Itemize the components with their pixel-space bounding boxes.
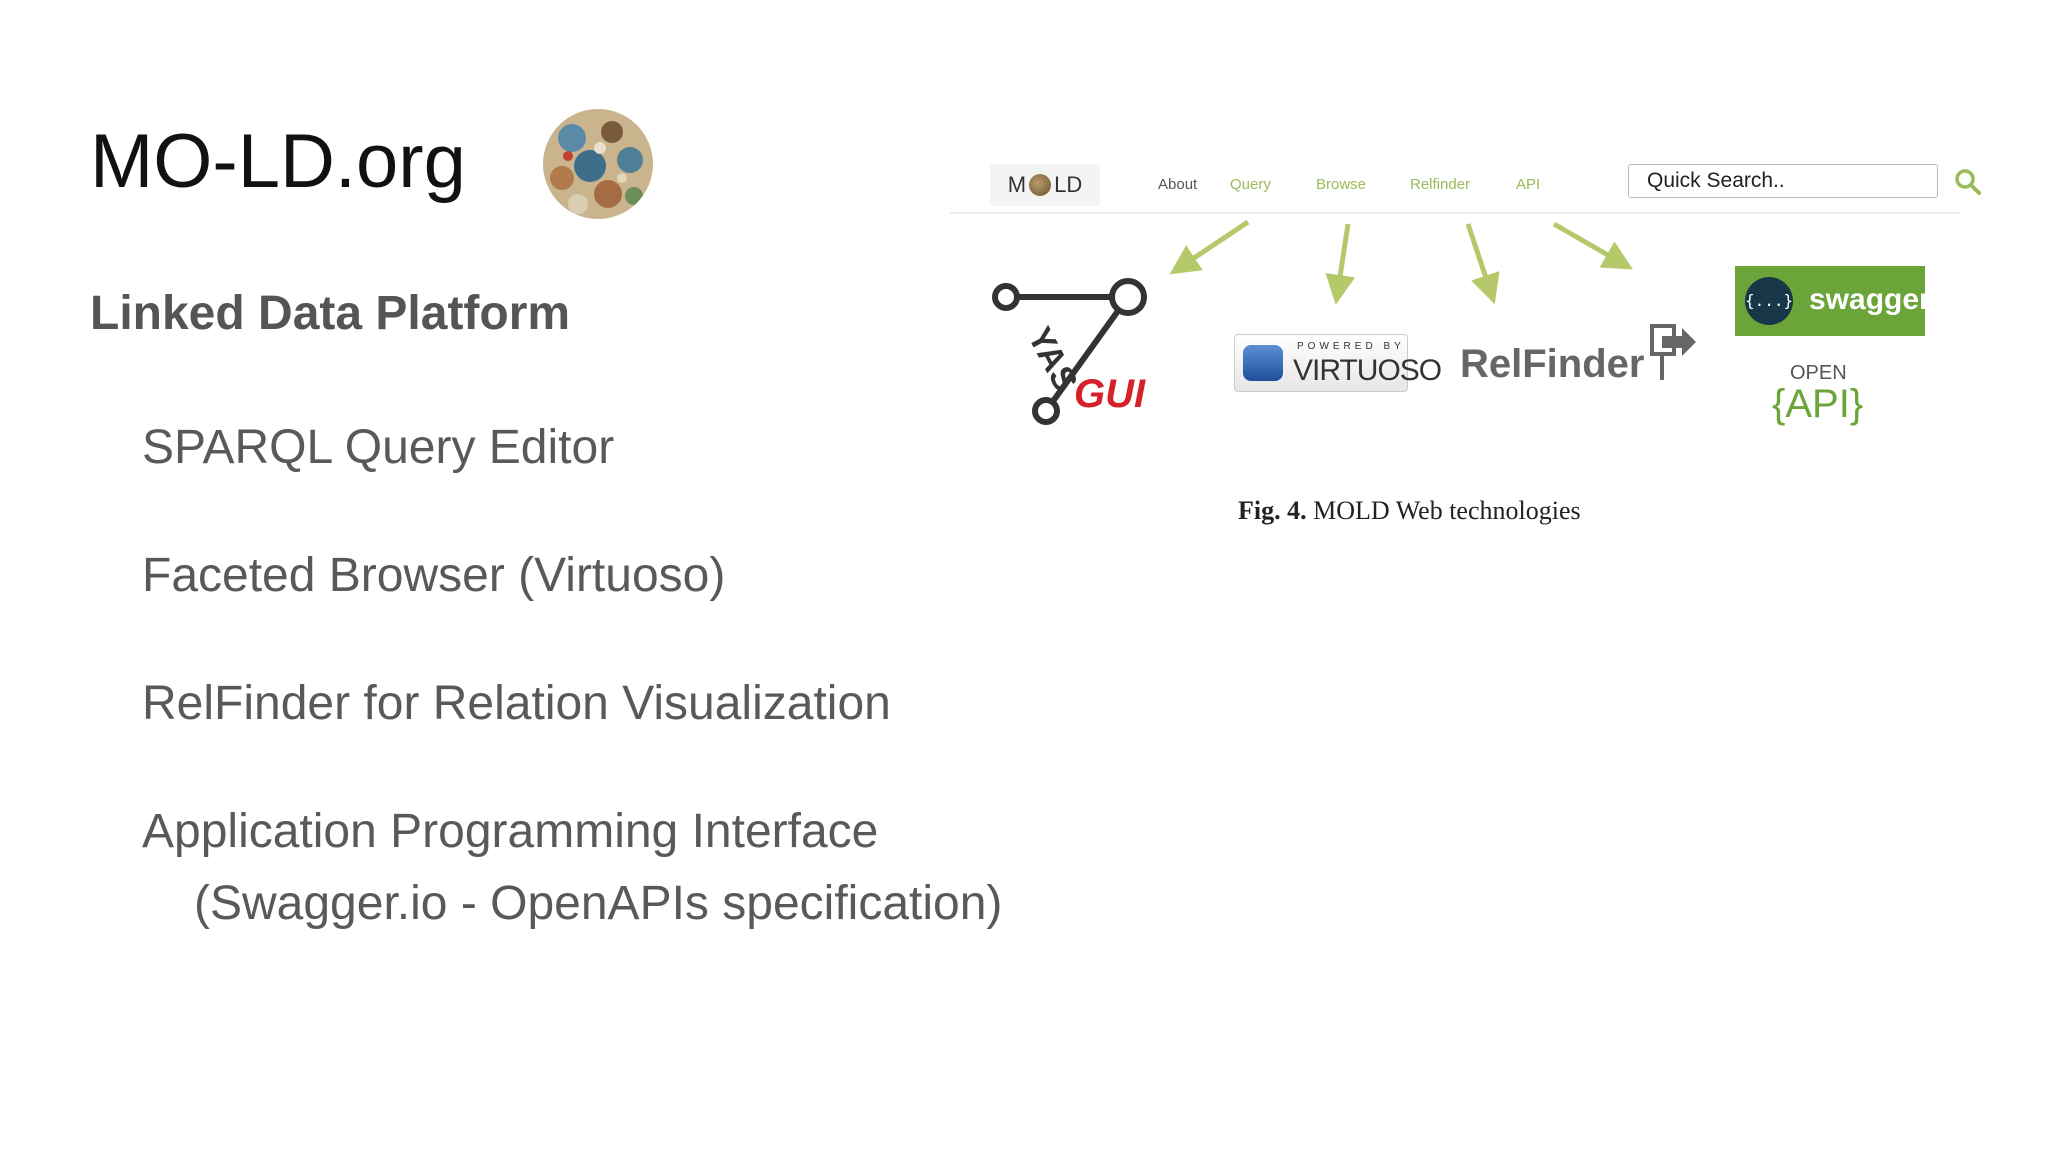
nav-about[interactable]: About xyxy=(1158,176,1198,193)
nav-browse[interactable]: Browse xyxy=(1316,176,1367,193)
virtuoso-powered-by: POWERED BY xyxy=(1297,341,1405,352)
swagger-logo: {...} swagger xyxy=(1735,266,1931,336)
globe-logo-icon xyxy=(543,109,653,219)
openapi-logo: OPEN {API} xyxy=(1770,362,1890,472)
logo-left-letter: M xyxy=(1007,172,1027,197)
nav-api[interactable]: API xyxy=(1516,176,1541,193)
openapi-api-label: API xyxy=(1785,382,1850,426)
virtuoso-logo: POWERED BY VIRTUOSO xyxy=(1234,334,1442,392)
swagger-mark-icon: {...} xyxy=(1745,277,1793,325)
search-icon[interactable] xyxy=(1954,168,1982,196)
arrow-api-to-swagger xyxy=(1552,221,1633,270)
relfinder-sign-icon xyxy=(1650,324,1696,380)
subtitle: Linked Data Platform xyxy=(90,287,571,340)
yasgui-bottom-text: GUI xyxy=(1074,372,1146,416)
figure-navbar: M LD About Query Browse Relfinder API xyxy=(950,160,1981,214)
virtuoso-wordmark: VIRTUOSO xyxy=(1293,354,1442,387)
virtuoso-badge-icon xyxy=(1243,345,1283,381)
bullet-api: Application Programming Interface xyxy=(142,805,879,858)
arrow-browse-to-virtuoso xyxy=(1325,223,1356,305)
navbar-logo[interactable]: M LD xyxy=(990,164,1100,206)
quick-search-input[interactable] xyxy=(1628,164,1938,198)
logo-right-letters: LD xyxy=(1054,172,1083,197)
yasgui-logo: YAS GUI xyxy=(990,275,1180,435)
figure-caption: Fig. 4. MOLD Web technologies xyxy=(1238,496,1581,526)
caption-number: Fig. 4. xyxy=(1238,496,1307,525)
openapi-open-text: OPEN xyxy=(1790,362,1847,384)
relfinder-logo: RelFinder xyxy=(1460,342,1645,386)
bullet-relfinder: RelFinder for Relation Visualization xyxy=(142,677,891,730)
nav-query[interactable]: Query xyxy=(1230,176,1271,193)
bullet-api-subline: (Swagger.io - OpenAPIs specification) xyxy=(194,877,1003,930)
figure-mold-web-technologies: M LD About Query Browse Relfinder API xyxy=(920,140,1981,550)
arrow-relfinder-to-relfinder xyxy=(1465,223,1500,305)
arrow-query-to-yasgui xyxy=(1169,219,1250,275)
caption-text: MOLD Web technologies xyxy=(1313,496,1581,525)
bullet-faceted-browser: Faceted Browser (Virtuoso) xyxy=(142,549,726,602)
bullet-sparql: SPARQL Query Editor xyxy=(142,421,615,474)
yasgui-graph-icon: YAS GUI xyxy=(992,278,1147,425)
nav-relfinder[interactable]: Relfinder xyxy=(1410,176,1471,193)
openapi-api-text: {API} xyxy=(1772,382,1864,426)
slide-title: MO-LD.org xyxy=(90,119,466,204)
swagger-wordmark: swagger xyxy=(1809,283,1931,316)
globe-icon xyxy=(1029,174,1052,196)
